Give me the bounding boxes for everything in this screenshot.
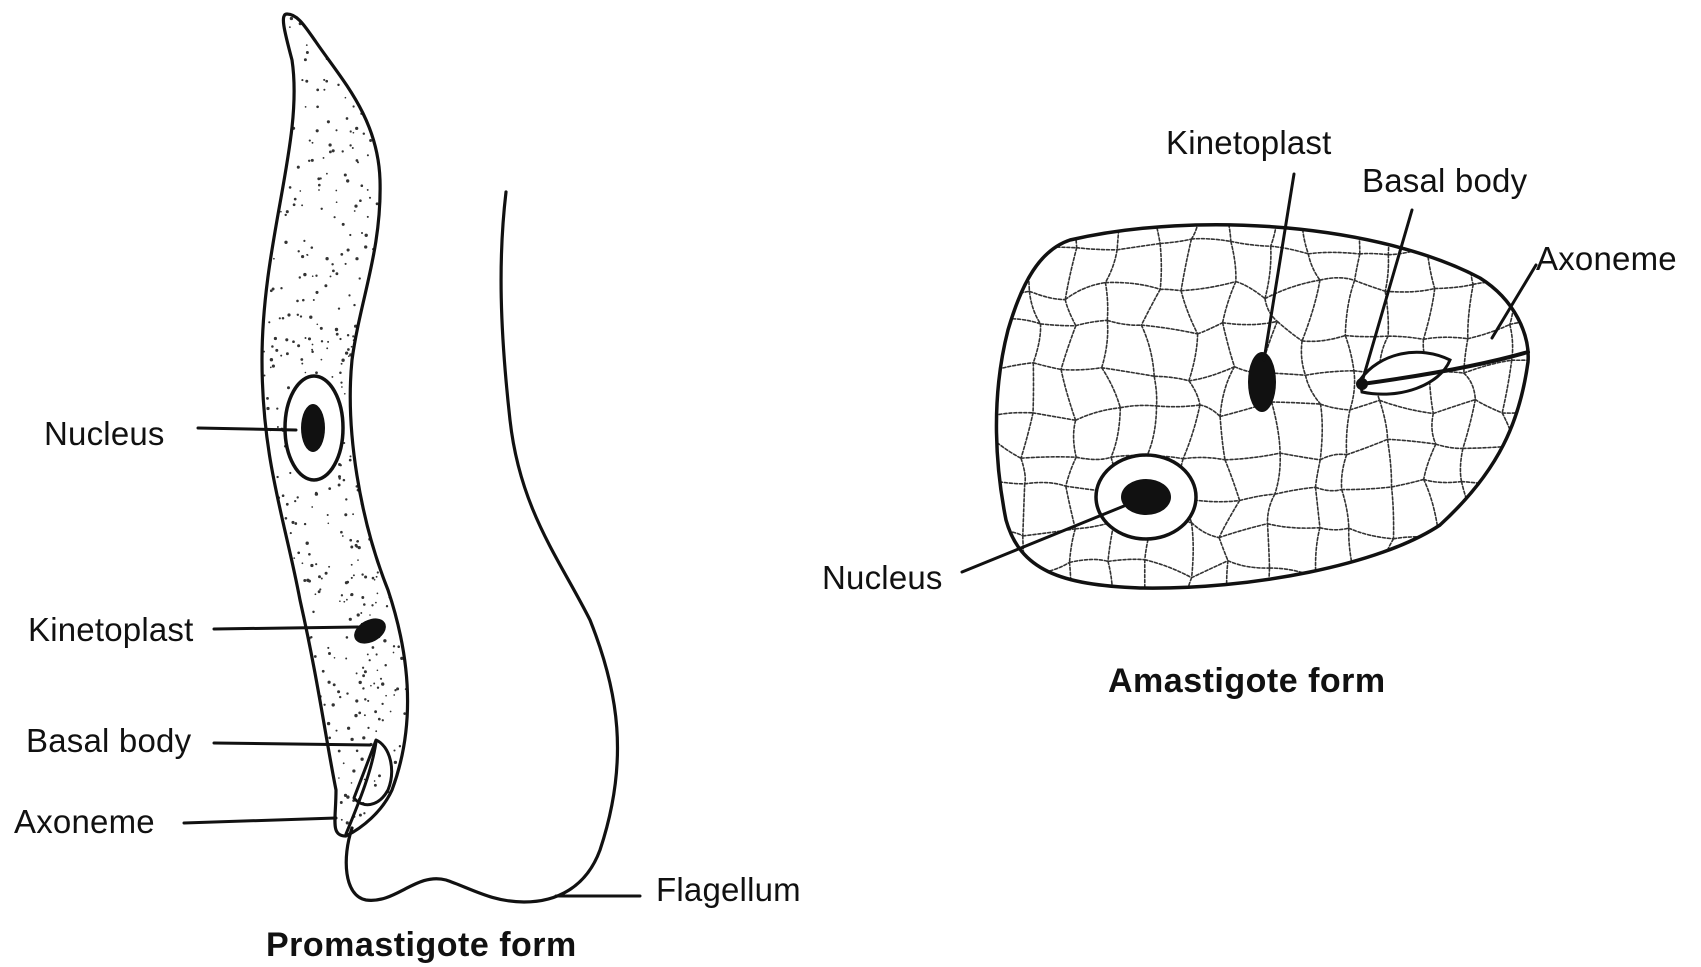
amastigote-cytoplasm-mesh	[984, 199, 1599, 660]
amastigote-nucleus-label: Nucleus	[822, 559, 943, 596]
amastigote-kinetoplast-label: Kinetoplast	[1166, 124, 1331, 161]
promastigote-basal-body	[354, 740, 392, 805]
promastigote-axoneme-leader	[184, 818, 336, 823]
promastigote-diagram: Nucleus Kinetoplast Basal body Axoneme F…	[14, 14, 801, 964]
promastigote-flagellum	[346, 192, 617, 902]
promastigote-basal-body-leader	[214, 743, 370, 745]
promastigote-caption: Promastigote form	[266, 926, 577, 964]
amastigote-basal-body-label: Basal body	[1362, 162, 1528, 199]
amastigote-nucleus	[1096, 455, 1196, 539]
amastigote-diagram: Kinetoplast Basal body Axoneme Nucleus A…	[822, 124, 1677, 700]
amastigote-nucleus-leader	[962, 506, 1124, 572]
promastigote-nucleus-leader	[198, 428, 296, 430]
promastigote-kinetoplast-leader	[214, 627, 358, 629]
amastigote-axoneme-leader	[1492, 265, 1536, 338]
promastigote-flagellum-label: Flagellum	[656, 871, 801, 908]
amastigote-axoneme-label: Axoneme	[1536, 240, 1677, 277]
promastigote-nucleus-label: Nucleus	[44, 415, 165, 452]
amastigote-caption: Amastigote form	[1108, 662, 1386, 700]
promastigote-nucleus	[285, 376, 343, 480]
promastigote-kinetoplast-label: Kinetoplast	[28, 611, 193, 648]
promastigote-axoneme-label: Axoneme	[14, 803, 155, 840]
promastigote-kinetoplast	[350, 613, 390, 648]
amastigote-kinetoplast	[1248, 352, 1276, 412]
promastigote-basal-body-label: Basal body	[26, 722, 192, 759]
